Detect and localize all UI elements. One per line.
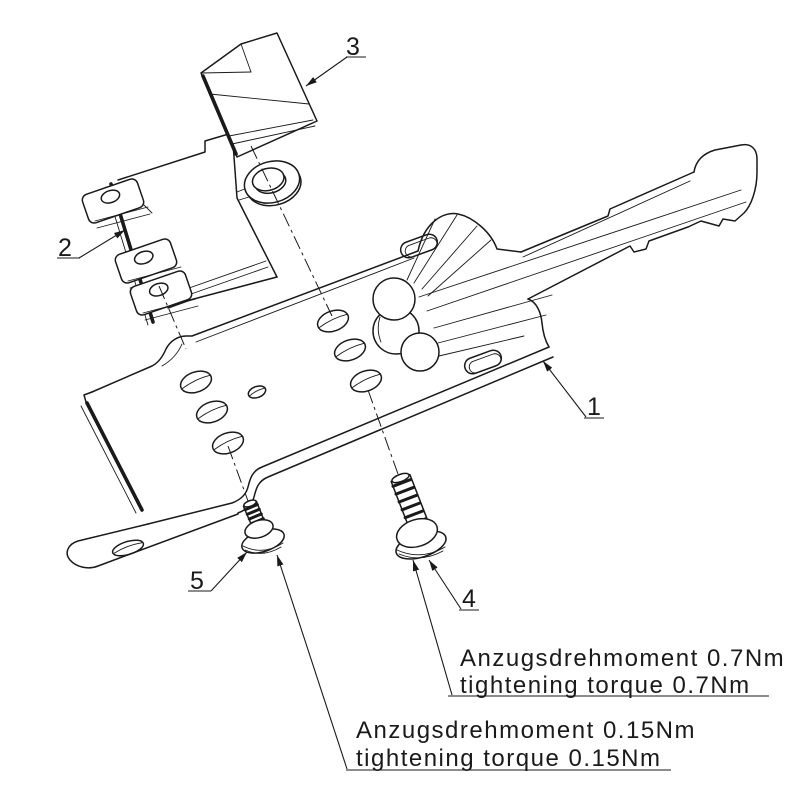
plate-slot-top: [399, 233, 439, 259]
torque-note-0-15-line1: Anzugsdrehmoment 0.15Nm: [356, 717, 696, 744]
part-3-block: [200, 32, 318, 158]
part-1-mounting-plate: [66, 143, 758, 569]
callouts: 1 2 3 4 5: [57, 33, 604, 613]
callout-4: 4: [428, 559, 479, 613]
torque-note-0-7: Anzugsdrehmoment 0.7Nm tightening torque…: [412, 559, 785, 699]
torque-note-0-15: Anzugsdrehmoment 0.15Nm tightening torqu…: [276, 554, 696, 772]
torque-note-0-7-line2: tightening torque 0.7Nm: [460, 672, 751, 699]
callout-1: 1: [542, 360, 604, 421]
plate-slot-bottom: [463, 349, 503, 375]
screw-4: [390, 472, 447, 560]
washer-ring: [236, 160, 302, 207]
torque-note-0-15-line2: tightening torque 0.15Nm: [356, 745, 662, 772]
plate-holes: [179, 309, 383, 455]
callout-2: 2: [57, 229, 126, 262]
callout-3: 3: [305, 33, 366, 87]
centerline-tab-to-plate: [158, 285, 187, 350]
callout-5: 5: [188, 551, 248, 595]
torque-note-0-7-line1: Anzugsdrehmoment 0.7Nm: [460, 645, 785, 672]
callout-2-label: 2: [58, 234, 72, 262]
centerlines: [158, 145, 399, 502]
terminal-tab: [129, 270, 193, 316]
flange-slot: [111, 539, 145, 557]
cable-gland-detail: [372, 189, 747, 372]
callout-1-label: 1: [587, 393, 601, 421]
callout-3-label: 3: [346, 33, 360, 61]
part-2-terminal-bracket: [81, 132, 302, 326]
centerline-screw-5: [227, 445, 249, 502]
screw-5: [241, 499, 285, 554]
centerline-block-to-plate: [250, 145, 333, 317]
callout-5-label: 5: [190, 567, 204, 595]
centerline-screw-4: [367, 389, 399, 475]
callout-4-label: 4: [462, 585, 476, 613]
